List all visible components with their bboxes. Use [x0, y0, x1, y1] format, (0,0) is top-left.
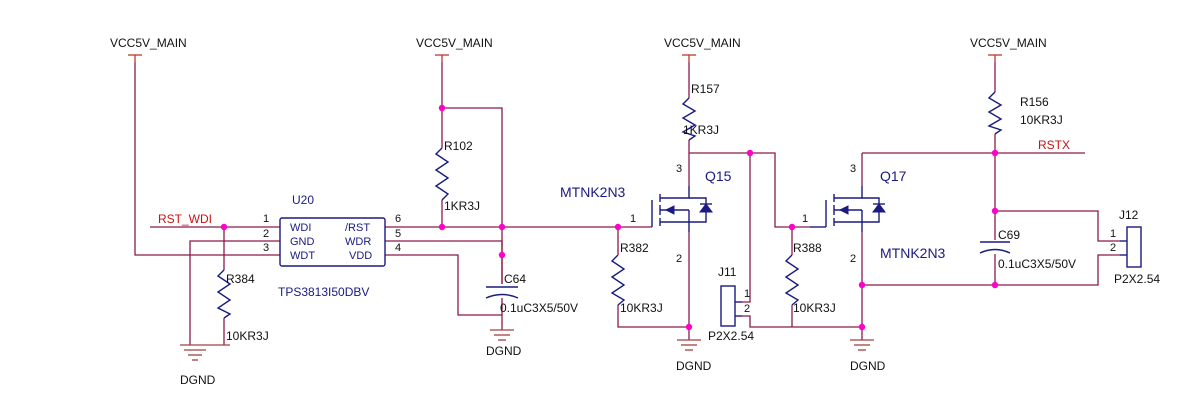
j12-pin1: 1 [1110, 228, 1116, 240]
vcc-symbol-3: VCC5V_MAIN [664, 36, 741, 62]
q15-part: MTNK2N3 [560, 184, 626, 200]
u20-pin-num: 6 [395, 213, 401, 225]
q17-part: MTNK2N3 [880, 245, 946, 261]
u20-pin-name: /RST [345, 222, 370, 234]
r157-value: 1KR3J [683, 123, 719, 137]
gnd-label: DGND [676, 359, 712, 373]
mosfet-q17: MTNK2N3 Q17 1 3 2 [802, 163, 946, 265]
q17-pin-source: 2 [850, 253, 856, 265]
q15-pin-gate: 1 [630, 213, 636, 225]
net-label-rstx: RSTX [1038, 138, 1070, 152]
u20-pin-num: 1 [263, 213, 269, 225]
u20-pin-name: WDT [290, 250, 315, 262]
resistor-r156: R156 10KR3J [987, 91, 1063, 135]
vcc-label: VCC5V_MAIN [110, 36, 187, 50]
gnd-symbol-3: DGND [676, 339, 712, 373]
u20-pin-name: VDD [349, 250, 372, 262]
j11-ref: J11 [718, 265, 737, 279]
resistor-r384: R384 10KR3J [216, 269, 269, 343]
gnd-symbol-1: DGND [180, 344, 230, 387]
net-label-rst-wdi: RST_WDI [158, 212, 212, 226]
vcc-symbol-4: VCC5V_MAIN [970, 36, 1047, 62]
vcc-symbol-1: VCC5V_MAIN [110, 36, 187, 62]
r156-ref: R156 [1020, 95, 1049, 109]
r384-value: 10KR3J [226, 329, 269, 343]
vcc-label: VCC5V_MAIN [664, 36, 741, 50]
resistor-r102: R102 1KR3J [434, 139, 480, 213]
resistor-r382: R382 10KR3J [610, 241, 663, 315]
j11-pin1: 1 [744, 288, 750, 300]
q17-ref: Q17 [880, 168, 907, 184]
u20-pin-name: GND [290, 236, 315, 248]
c69-value: 0.1uC3X5/50V [998, 257, 1076, 271]
r382-ref: R382 [620, 241, 649, 255]
c64-ref: C64 [504, 272, 526, 286]
q17-pin-gate: 1 [802, 213, 808, 225]
u20-pin-num: 5 [395, 228, 401, 240]
j11-pin2: 2 [744, 303, 750, 315]
u20-part: TPS3813I50DBV [278, 285, 369, 299]
r384-ref: R384 [226, 272, 255, 286]
q15-pin-source: 2 [676, 253, 682, 265]
q17-pin-drain: 3 [850, 163, 856, 175]
capacitor-c69: C69 0.1uC3X5/50V [979, 228, 1076, 271]
q15-ref: Q15 [705, 168, 732, 184]
j12-pin2: 2 [1110, 242, 1116, 254]
resistor-r157: R157 1KR3J [681, 82, 720, 141]
gnd-label: DGND [180, 373, 216, 387]
connector-j11: J11 1 2 P2X2.54 [708, 265, 754, 343]
mosfet-q15: MTNK2N3 Q15 1 3 2 [560, 163, 732, 265]
r157-ref: R157 [691, 82, 720, 96]
connector-j12: J12 1 2 P2X2.54 [1110, 208, 1160, 286]
r102-value: 1KR3J [444, 199, 480, 213]
gnd-symbol-4: DGND [850, 339, 886, 373]
q15-pin-drain: 3 [676, 163, 682, 175]
r382-value: 10KR3J [620, 301, 663, 315]
resistor-r388: R388 10KR3J [784, 241, 836, 315]
r102-ref: R102 [444, 139, 473, 153]
u20-pin-num: 4 [395, 242, 401, 254]
c64-value: 0.1uC3X5/50V [500, 301, 578, 315]
r388-value: 10KR3J [793, 301, 836, 315]
c69-ref: C69 [998, 228, 1020, 242]
u20-pin-num: 3 [263, 242, 269, 254]
u20-pin-name: WDR [345, 236, 371, 248]
u20-ic: U20 TPS3813I50DBV 1 2 3 WDI GND WDT /RST… [263, 193, 401, 299]
r388-ref: R388 [793, 241, 822, 255]
j12-ref: J12 [1119, 208, 1139, 222]
r156-value: 10KR3J [1020, 113, 1063, 127]
junction-dots [220, 104, 999, 331]
vcc-symbol-2: VCC5V_MAIN [416, 36, 493, 62]
vcc-label: VCC5V_MAIN [416, 36, 493, 50]
u20-pin-num: 2 [263, 228, 269, 240]
vcc-label: VCC5V_MAIN [970, 36, 1047, 50]
gnd-label: DGND [486, 344, 522, 358]
j11-part: P2X2.54 [708, 329, 754, 343]
capacitor-c64: C64 0.1uC3X5/50V [485, 272, 578, 315]
u20-ref: U20 [292, 193, 314, 207]
u20-pin-name: WDI [290, 222, 311, 234]
gnd-label: DGND [850, 359, 886, 373]
j12-part: P2X2.54 [1114, 272, 1160, 286]
gnd-symbol-2: DGND [486, 329, 522, 358]
